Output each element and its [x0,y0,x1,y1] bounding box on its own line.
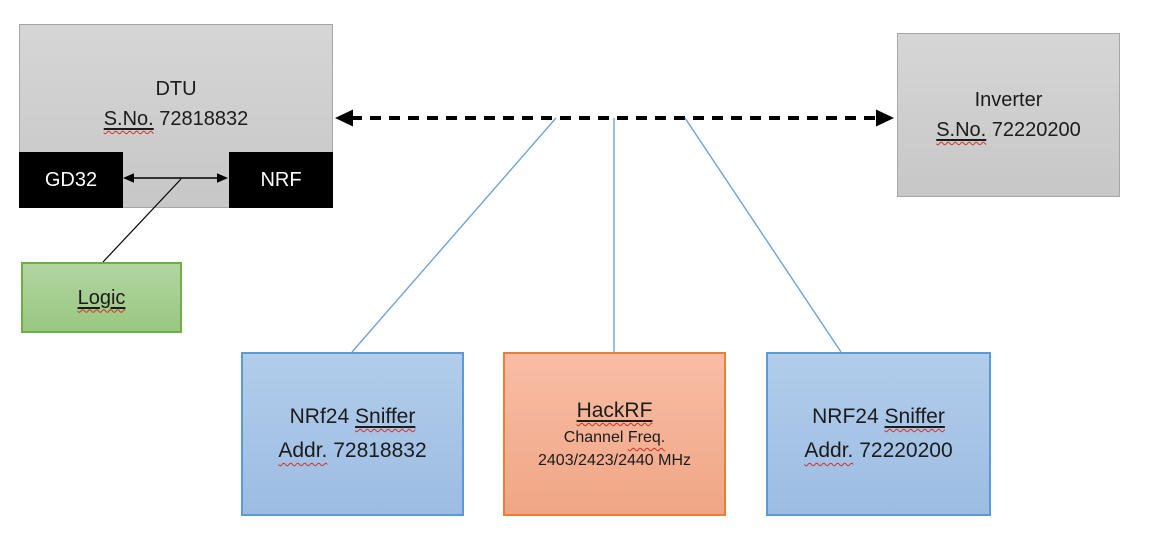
gd32-chip: GD32 [19,152,123,208]
sniffer-left-link-line [351,117,557,353]
hackrf-title-line: HackRF [577,396,653,426]
inverter-serial-value: 72220200 [991,119,1081,141]
hackrf-node: HackRF Channel Freq. 2403/2423/2440 MHz [503,352,726,516]
logic-line: Logic [78,283,126,313]
sniffer-right-name-line: NRF24 Sniffer [812,400,945,434]
sniffer-right-word: Sniffer [884,405,945,428]
sniffer-right-addr-label-squiggle: Addr. [804,439,853,462]
sniffer-left-model: NRf24 [289,405,350,428]
sniffer-left-addr-label: Addr. [278,439,328,462]
inverter-serial-line: S.No. 72220200 [936,115,1081,145]
dtu-serial-label-squiggle: S.No. [104,108,154,130]
sniffer-right-word-squiggle: Sniffer [885,405,945,428]
sniffer-left-node: NRf24 Sniffer Addr. 72818832 [241,352,464,516]
sniffer-left-name-line: NRf24 Sniffer [290,400,416,434]
sniffer-left-word-squiggle: Sniffer [355,405,415,428]
sniffer-right-node: NRF24 Sniffer Addr. 72220200 [766,352,991,516]
sniffer-left-addr-value: 72818832 [333,439,427,462]
dtu-serial-line: S.No. 72818832 [104,104,249,134]
gd32-label: GD32 [44,168,98,191]
hackrf-title-squiggle: HackRF [577,399,653,422]
inverter-node: Inverter S.No. 72220200 [897,33,1120,197]
logic-node: Logic [21,262,182,333]
arrowhead-left-icon [335,109,353,127]
arrowhead-right-icon [876,109,894,127]
nrf-label: NRF [260,168,302,191]
logic-label-squiggle: Logic [78,287,126,309]
hackrf-title: HackRF [576,399,653,422]
dtu-serial-label: S.No. [103,108,154,130]
dtu-title: DTU [155,78,197,100]
hackrf-channel-line: Channel Freq. [564,426,665,449]
sniffer-right-addr-label: Addr. [804,439,854,462]
sniffer-right-link-line [684,117,842,353]
logic-label: Logic [77,286,126,309]
sniffer-right-model: NRF24 [812,405,879,428]
nrf-chip: NRF [229,152,333,208]
inverter-serial-label-squiggle: S.No. [936,119,986,141]
sniffer-left-addr-line: Addr. 72818832 [278,434,426,468]
dtu-serial-value: 72818832 [159,108,249,130]
hackrf-channel-label: Channel [563,429,624,446]
hackrf-channel-word: Freq. [627,429,666,446]
sniffer-right-addr-value: 72220200 [859,439,953,462]
inverter-serial-label: S.No. [936,119,987,141]
hackrf-channel-word-squiggle: Freq. [628,429,665,446]
sniffer-left-word: Sniffer [355,405,416,428]
sniffer-left-addr-label-squiggle: Addr. [278,439,327,462]
inverter-title: Inverter [974,89,1043,111]
sniffer-right-addr-line: Addr. 72220200 [804,434,952,468]
hackrf-frequencies: 2403/2423/2440 MHz [538,452,691,469]
